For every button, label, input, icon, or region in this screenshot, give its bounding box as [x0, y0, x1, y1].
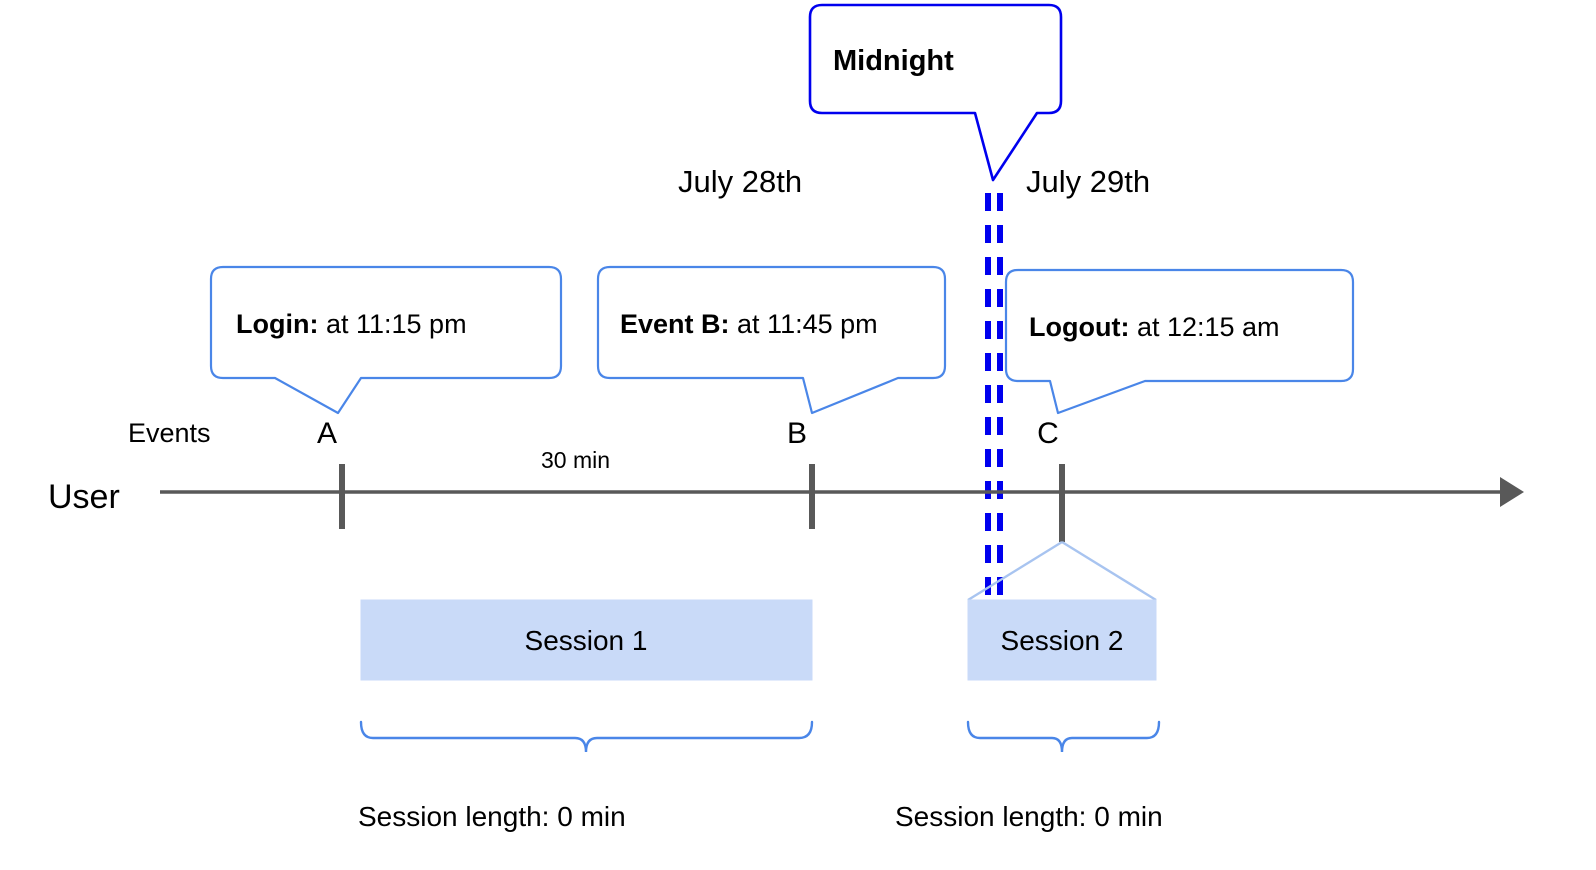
timeline-arrow-head	[1500, 477, 1524, 507]
event-b-callout-bubble	[596, 265, 947, 415]
event-b-callout: Event B: at 11:45 pm	[596, 265, 947, 415]
logout-callout-rest: at 12:15 am	[1129, 312, 1279, 342]
date-label-july-29: July 29th	[1026, 164, 1150, 199]
logout-callout-bold: Logout:	[1029, 312, 1129, 342]
timeline-axis	[160, 464, 1524, 542]
marker-label-c: C	[1037, 417, 1059, 450]
gap-duration-label: 30 min	[541, 447, 610, 473]
event-b-callout-rest: at 11:45 pm	[730, 309, 878, 339]
session-2-length-label: Session length: 0 min	[895, 801, 1163, 832]
session-1-brace-path	[359, 720, 814, 753]
row-label-user: User	[48, 478, 120, 516]
session-2-brace-path	[966, 720, 1161, 753]
session-2-brace	[966, 720, 1161, 753]
midnight-callout: Midnight	[808, 3, 1063, 182]
session-2-connector-right	[1061, 540, 1157, 602]
row-label-events: Events	[128, 418, 211, 448]
midnight-callout-bubble	[808, 3, 1063, 182]
session-1-label: Session 1	[525, 625, 648, 656]
session-2-bar: Session 2	[967, 599, 1157, 681]
event-b-callout-bold: Event B:	[620, 309, 730, 339]
session-2-label: Session 2	[1001, 625, 1124, 656]
logout-callout-bubble	[1004, 268, 1355, 415]
logout-callout-label: Logout: at 12:15 am	[1029, 312, 1280, 342]
session-1-bar: Session 1	[360, 599, 813, 681]
event-b-callout-label: Event B: at 11:45 pm	[620, 309, 878, 339]
date-label-july-28: July 28th	[678, 164, 802, 199]
login-callout: Login: at 11:15 pm	[209, 265, 563, 415]
midnight-label: Midnight	[833, 45, 954, 77]
session-2-connector-lines	[967, 540, 1157, 602]
session-2-connector-left	[967, 540, 1063, 602]
login-callout-label: Login: at 11:15 pm	[236, 309, 467, 339]
session-1-rect	[360, 599, 813, 681]
session-1-brace	[359, 720, 814, 753]
marker-label-b: B	[787, 417, 807, 450]
logout-callout: Logout: at 12:15 am	[1004, 268, 1355, 415]
session-2-rect	[967, 599, 1157, 681]
login-callout-bubble	[209, 265, 563, 415]
session-1-length-label: Session length: 0 min	[358, 801, 626, 832]
login-callout-bold: Login:	[236, 309, 318, 339]
midnight-divider-lines	[985, 193, 1003, 600]
login-callout-rest: at 11:15 pm	[318, 309, 466, 339]
marker-label-a: A	[317, 417, 337, 450]
